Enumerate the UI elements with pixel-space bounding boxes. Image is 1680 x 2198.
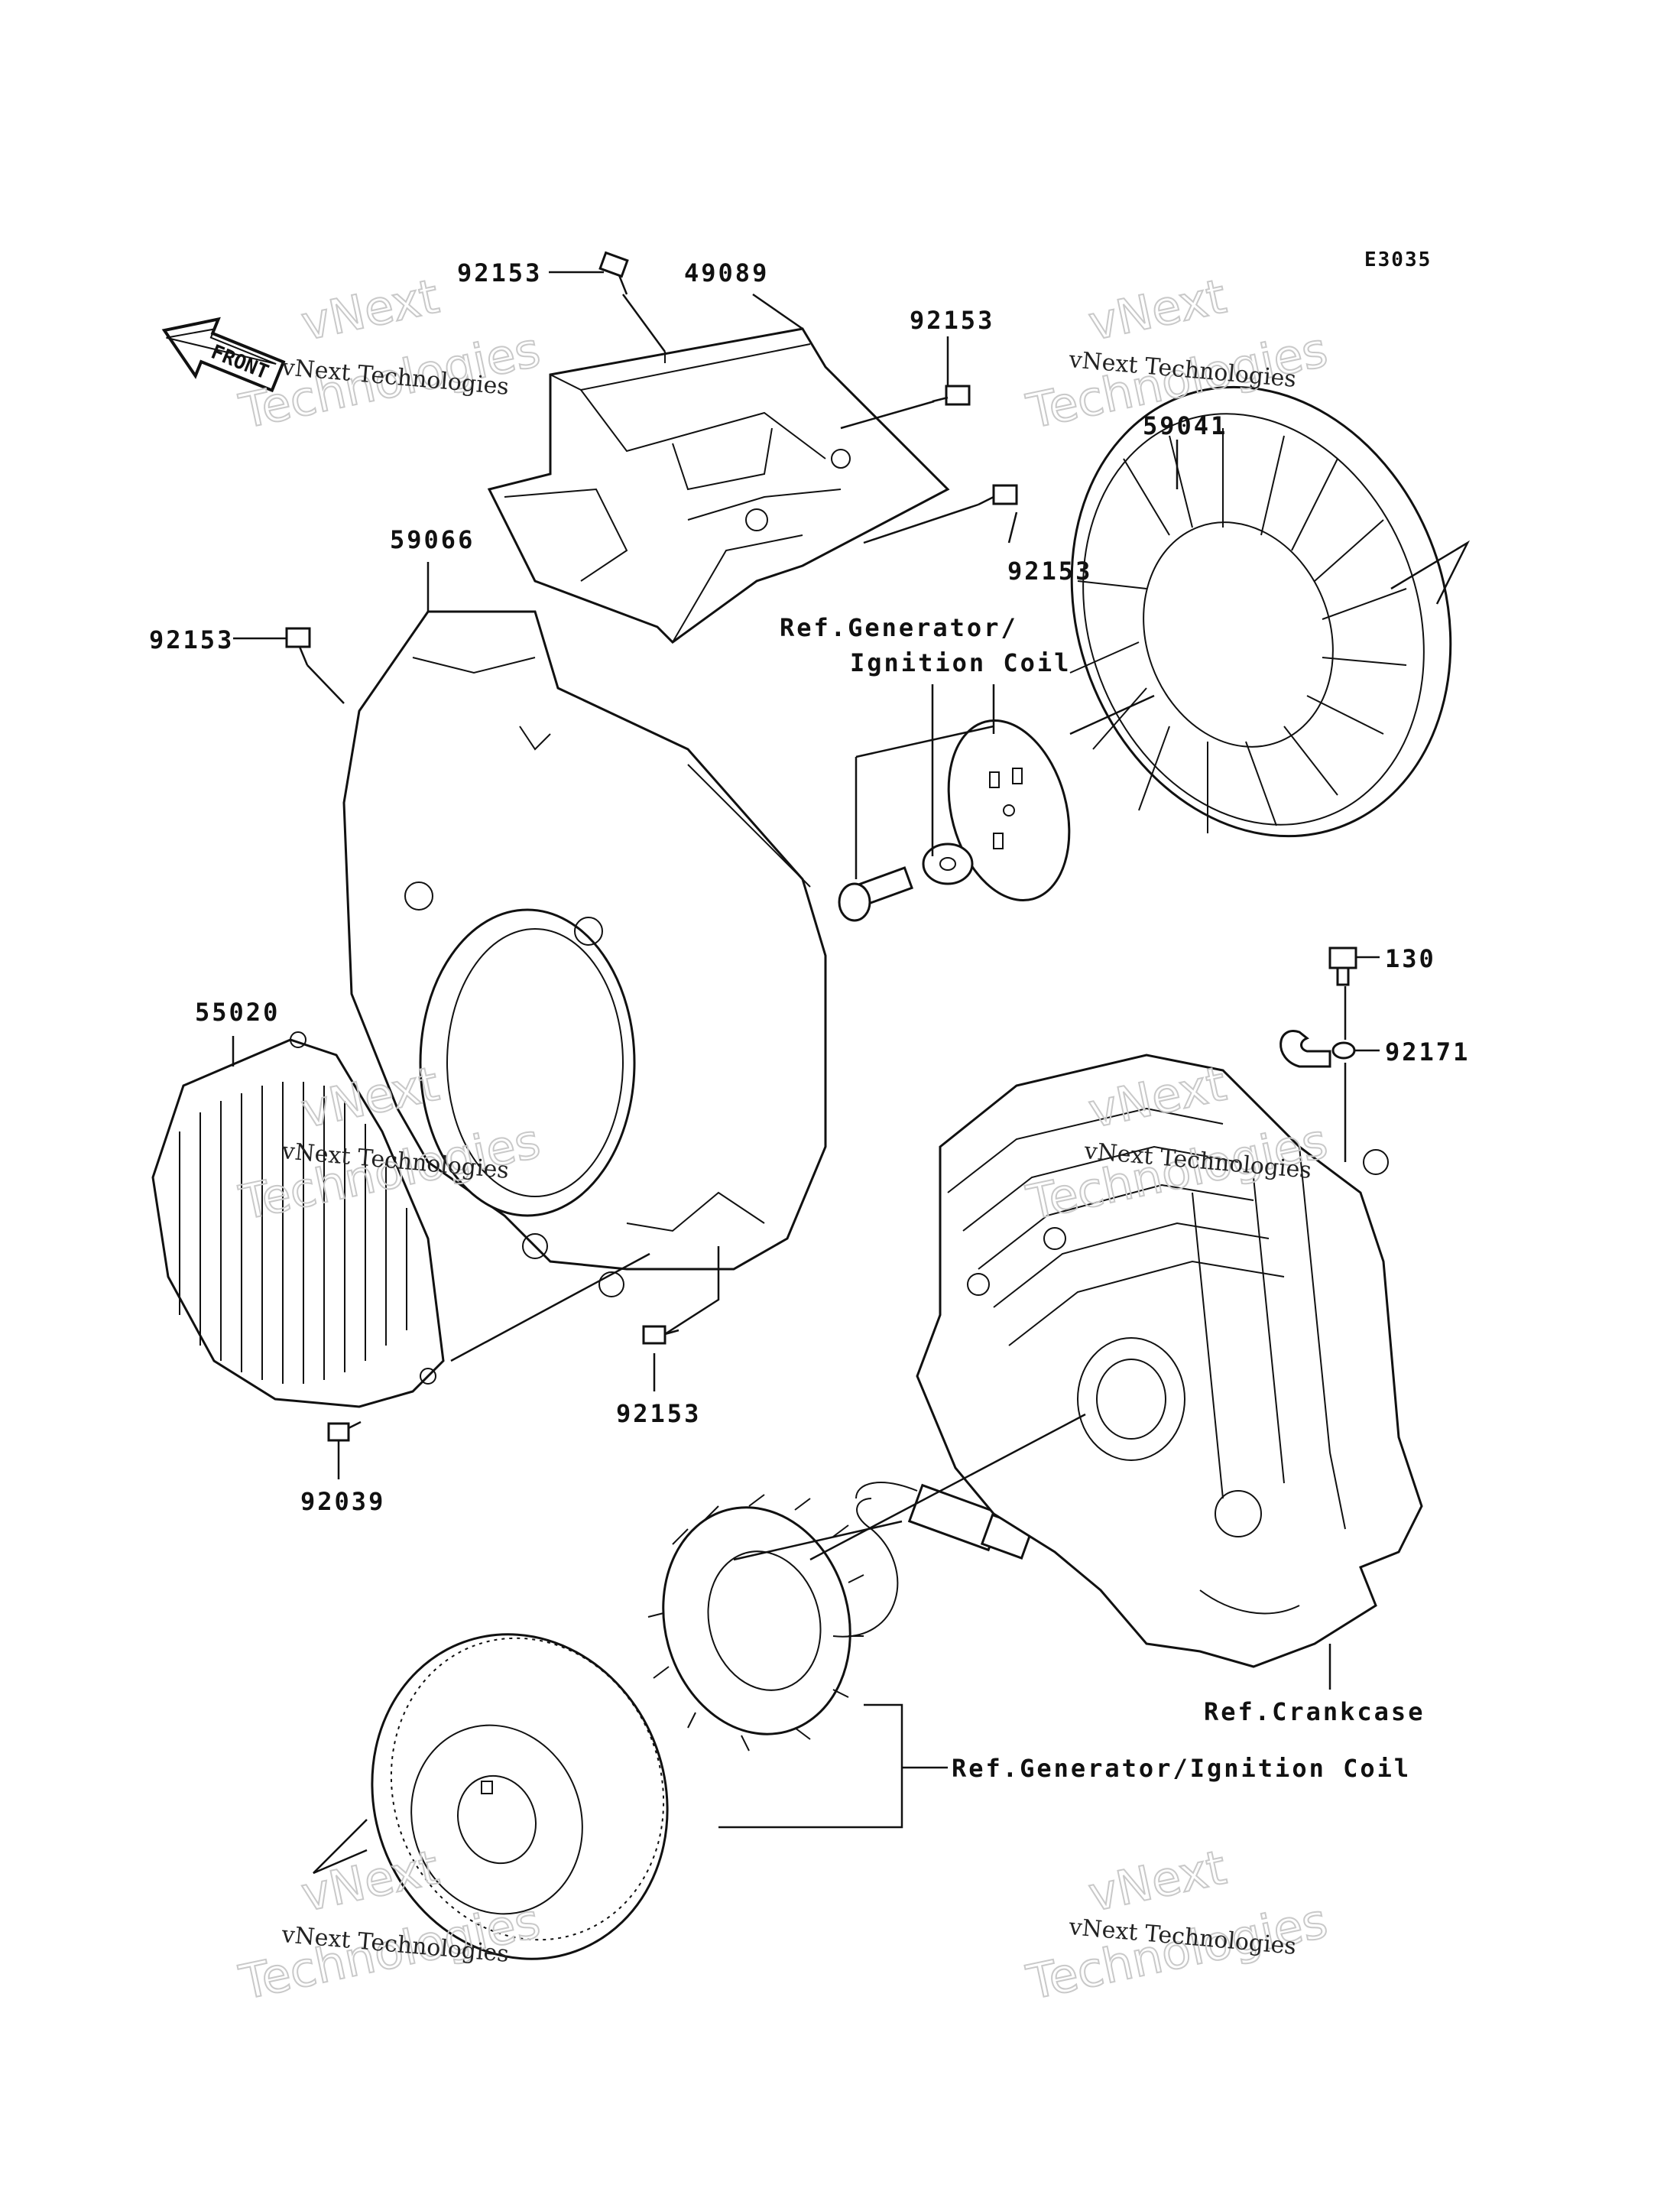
label-59066: 59066: [390, 525, 475, 554]
screw-92153-top: [598, 251, 629, 295]
screw-92153-left: [285, 627, 311, 666]
label-ref-crankcase: Ref.Crankcase: [1204, 1697, 1425, 1726]
bolt-130: [1328, 946, 1357, 986]
watermark-6: vNext Technologies vNext Technologies: [1021, 1839, 1333, 2011]
screw-92039: [327, 1420, 362, 1442]
watermark-1: vNext Technologies vNext Technologies: [234, 268, 546, 440]
screw-92153-right1: [932, 385, 971, 406]
svg-text:vNext: vNext: [1084, 268, 1231, 352]
top-shroud-cover: [487, 327, 950, 644]
stator: [647, 1494, 899, 1752]
label-92153-top: 92153: [457, 258, 542, 287]
label-130: 130: [1385, 944, 1436, 973]
label-92153-right1: 92153: [910, 306, 994, 335]
label-ref-generator-line2: Ignition Coil: [850, 648, 1071, 677]
label-92039: 92039: [300, 1487, 385, 1516]
blower-housing: [342, 610, 827, 1297]
leader-lines: [232, 271, 1380, 1829]
label-92153-bottom: 92153: [616, 1399, 701, 1428]
label-92171: 92171: [1385, 1037, 1470, 1067]
label-ref-generator-line1: Ref.Generator/: [780, 613, 1018, 642]
flywheel: [313, 1633, 669, 1960]
generator-plate: [947, 719, 1071, 902]
label-92153-right2: 92153: [1007, 557, 1092, 586]
svg-text:vNext: vNext: [297, 268, 443, 352]
label-55020: 55020: [195, 998, 280, 1027]
label-49089: 49089: [684, 258, 769, 287]
label-92153-left: 92153: [149, 625, 234, 654]
screw-92153-right2: [978, 484, 1018, 506]
cooling-fan: [1069, 385, 1471, 838]
crankcase: [916, 1054, 1423, 1668]
generator-bolt: [838, 866, 913, 922]
grille-guard: [151, 1031, 445, 1408]
label-ref-generator-bottom: Ref.Generator/Ignition Coil: [952, 1754, 1411, 1783]
diagram-code: E3035: [1364, 248, 1432, 271]
label-59041: 59041: [1143, 411, 1228, 440]
washer: [922, 843, 974, 885]
clamp-92171: [1279, 1030, 1356, 1068]
svg-text:vNext: vNext: [1084, 1839, 1231, 1923]
